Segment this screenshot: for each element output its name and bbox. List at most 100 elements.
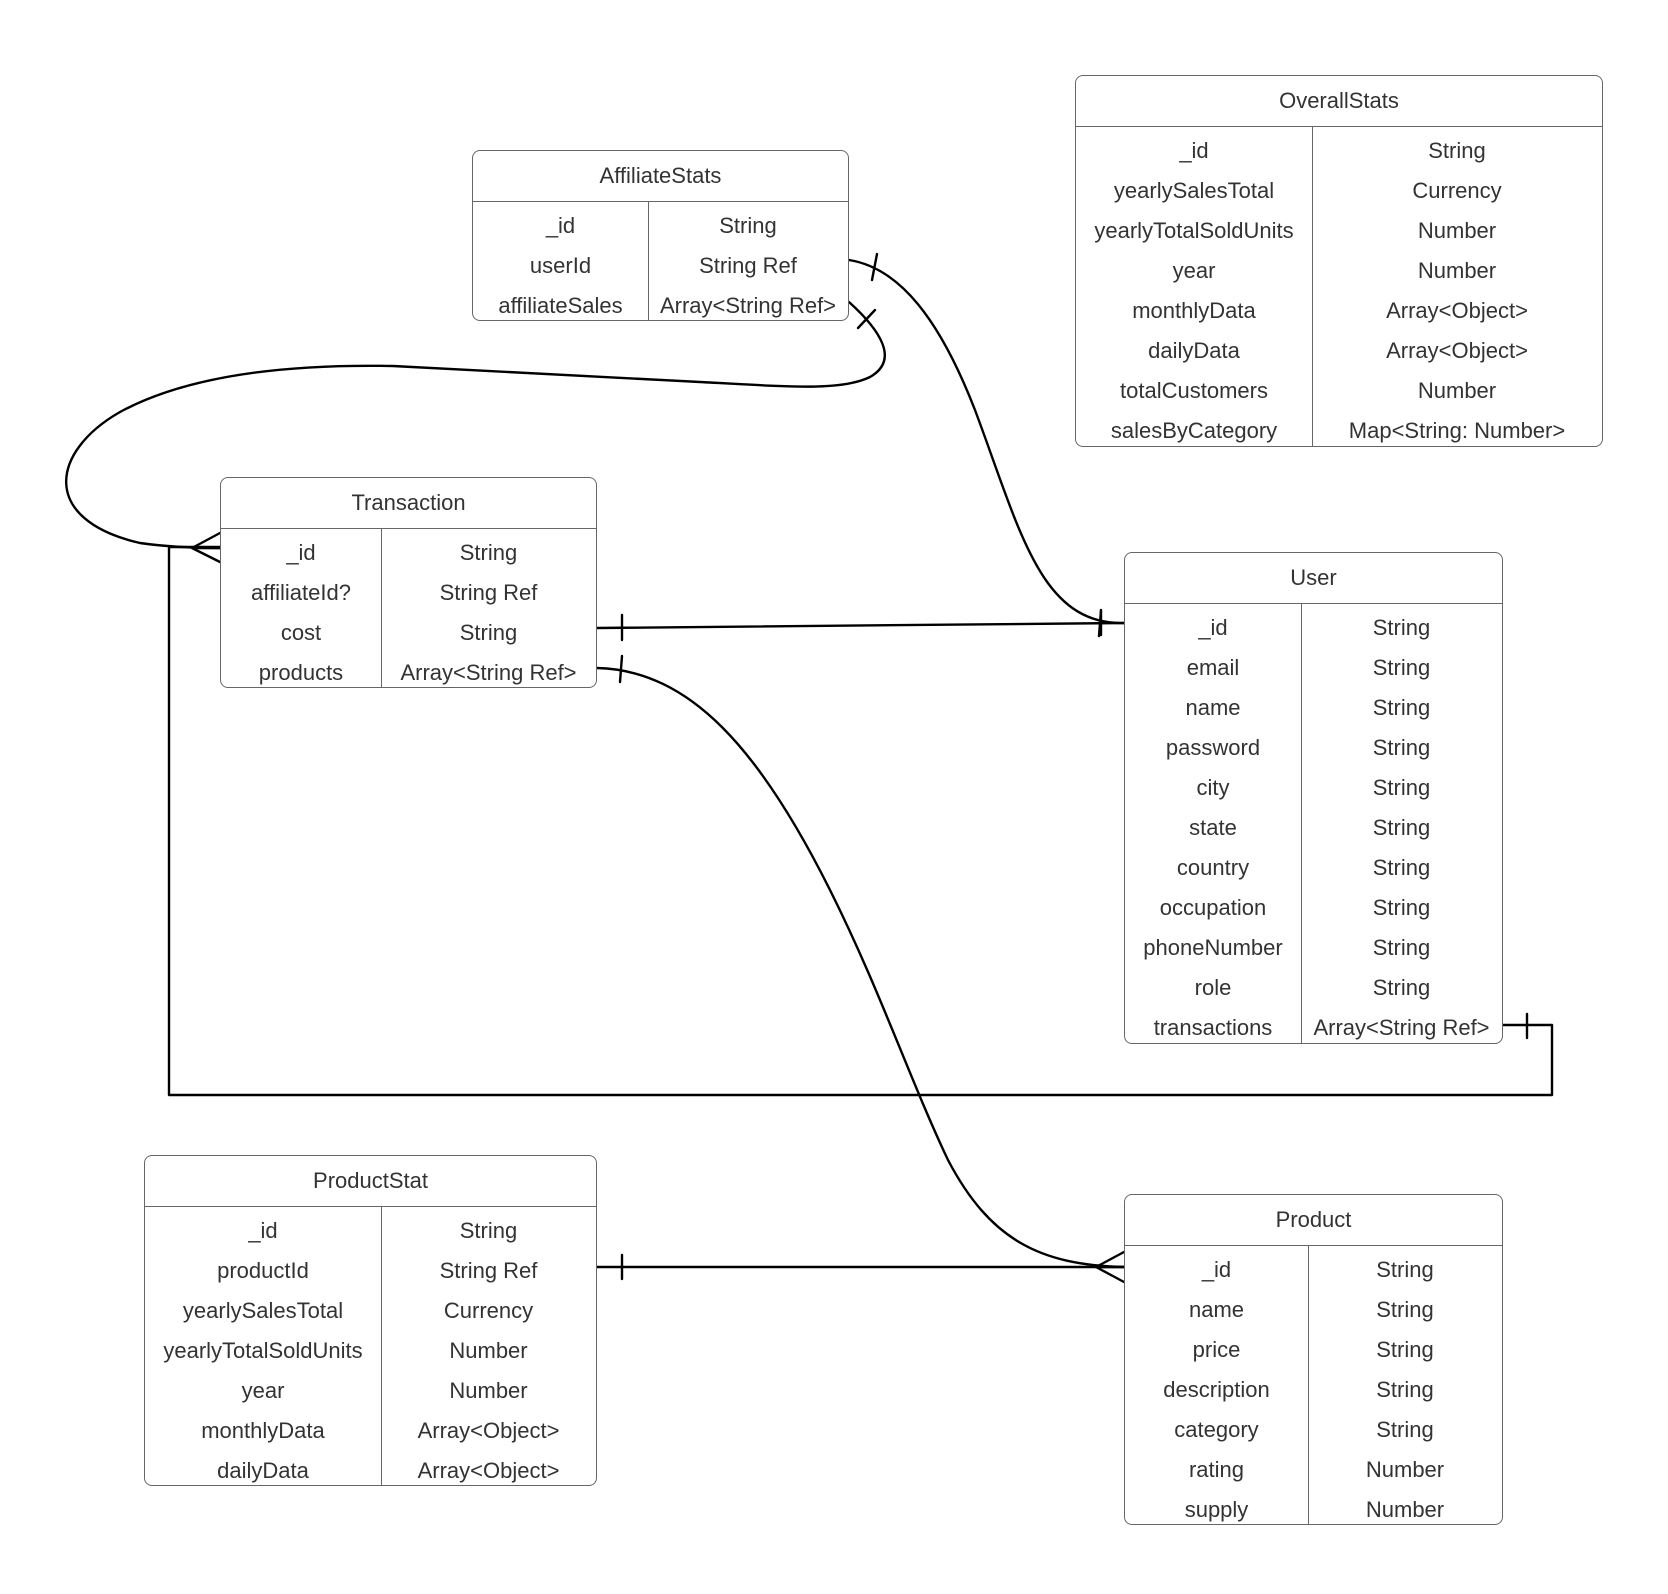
rel-affiliatestats-user xyxy=(847,258,1126,625)
field-name-column: _id name price description category rati… xyxy=(1125,1246,1308,1524)
field-name-column: _id productId yearlySalesTotal yearlyTot… xyxy=(145,1207,381,1485)
entity-transaction[interactable]: Transaction _id affiliateId? cost produc… xyxy=(220,477,597,688)
field-name: name xyxy=(1185,695,1241,720)
field-type: String xyxy=(1428,138,1486,163)
field-type: Array<Object> xyxy=(1386,338,1528,363)
field-name: occupation xyxy=(1159,895,1267,920)
field-name: cost xyxy=(280,620,322,645)
field-type-column: String String Ref Array<String Ref> xyxy=(648,202,848,320)
field-name: phoneNumber xyxy=(1143,935,1283,960)
field-type: Array<Object> xyxy=(417,1418,560,1443)
field-name: _id xyxy=(1198,615,1228,640)
field-type: String xyxy=(459,620,518,645)
entity-title: User xyxy=(1125,553,1502,604)
column-divider xyxy=(1301,604,1302,1043)
field-type: Array<Object> xyxy=(417,1458,560,1483)
field-type-column: String Currency Number Number Array<Obje… xyxy=(1312,127,1602,446)
field-type: Array<String Ref> xyxy=(659,293,837,318)
column-divider xyxy=(381,529,382,687)
field-name: year xyxy=(1172,258,1216,283)
field-name: productId xyxy=(217,1258,309,1283)
field-type: Number xyxy=(1417,378,1497,403)
entity-affiliatestats[interactable]: AffiliateStats _id userId affiliateSales… xyxy=(472,150,849,321)
rel-affiliatestats-user-tick-start xyxy=(870,252,879,282)
field-type: String xyxy=(1372,655,1431,680)
field-type: String xyxy=(1372,935,1431,960)
field-type: Array<String Ref> xyxy=(400,660,577,685)
field-type: String xyxy=(459,1218,518,1243)
field-type: String xyxy=(1372,735,1431,760)
field-name: role xyxy=(1194,975,1232,1000)
field-name: affiliateSales xyxy=(498,293,623,318)
field-type: String xyxy=(1376,1417,1434,1442)
column-divider xyxy=(648,202,649,320)
field-type: Number xyxy=(1365,1497,1445,1522)
field-type: String xyxy=(1376,1337,1434,1362)
field-type: String xyxy=(1372,695,1431,720)
field-type: String xyxy=(1372,615,1431,640)
column-divider xyxy=(1308,1246,1309,1524)
field-type: Number xyxy=(1365,1457,1445,1482)
field-name: yearlySalesTotal xyxy=(182,1298,344,1323)
field-name-column: _id userId affiliateSales xyxy=(473,202,648,320)
field-name: yearlySalesTotal xyxy=(1113,178,1275,203)
field-name: userId xyxy=(529,253,592,278)
entity-title: ProductStat xyxy=(145,1156,596,1207)
field-name: totalCustomers xyxy=(1120,378,1268,403)
field-type: String xyxy=(1376,1257,1434,1282)
rel-transaction-user xyxy=(595,621,1126,630)
field-name: _id xyxy=(248,1218,278,1243)
field-type: String xyxy=(1372,975,1431,1000)
field-name: _id xyxy=(1179,138,1209,163)
entity-overallstats[interactable]: OverallStats _id yearlySalesTotal yearly… xyxy=(1075,75,1603,447)
column-divider xyxy=(381,1207,382,1485)
field-name: transactions xyxy=(1153,1015,1273,1040)
column-divider xyxy=(1312,127,1313,446)
entity-productstat[interactable]: ProductStat _id productId yearlySalesTot… xyxy=(144,1155,597,1486)
entity-user[interactable]: User _id email name password city state … xyxy=(1124,552,1503,1044)
entity-body: _id userId affiliateSales String String … xyxy=(473,202,848,320)
entity-product[interactable]: Product _id name price description categ… xyxy=(1124,1194,1503,1525)
field-name: affiliateId? xyxy=(251,580,351,605)
field-type: String xyxy=(459,540,518,565)
entity-title: OverallStats xyxy=(1076,76,1602,127)
field-type: Number xyxy=(1417,218,1497,243)
field-type: String xyxy=(719,213,777,238)
field-type: String xyxy=(1372,775,1431,800)
field-name: city xyxy=(1196,775,1230,800)
field-name: dailyData xyxy=(217,1458,309,1483)
field-type: String xyxy=(1376,1377,1434,1402)
field-name: email xyxy=(1186,655,1240,680)
field-type: Number xyxy=(1417,258,1497,283)
rel-affiliatestats-transaction-tick xyxy=(856,308,877,330)
field-name: password xyxy=(1165,735,1261,760)
rel-transaction-product-tick xyxy=(618,654,624,684)
field-type: String xyxy=(1372,895,1431,920)
field-name: state xyxy=(1189,815,1237,840)
entity-title: Transaction xyxy=(221,478,596,529)
entity-body: _id yearlySalesTotal yearlyTotalSoldUnit… xyxy=(1076,127,1602,446)
field-name: yearlyTotalSoldUnits xyxy=(163,1338,363,1363)
field-name: monthlyData xyxy=(201,1418,325,1443)
field-name: _id xyxy=(1201,1257,1232,1282)
field-type: Currency xyxy=(1412,178,1502,203)
field-type: Map<String: Number> xyxy=(1348,418,1566,443)
field-name: price xyxy=(1192,1337,1241,1362)
entity-title: AffiliateStats xyxy=(473,151,848,202)
field-name: country xyxy=(1176,855,1250,880)
field-name: category xyxy=(1174,1417,1259,1442)
field-name-column: _id affiliateId? cost products xyxy=(221,529,381,687)
field-name: name xyxy=(1188,1297,1245,1322)
field-name-column: _id email name password city state count… xyxy=(1125,604,1301,1043)
entity-body: _id name price description category rati… xyxy=(1125,1246,1502,1524)
field-type: Number xyxy=(449,1338,528,1363)
field-type-column: String String Ref Currency Number Number… xyxy=(381,1207,596,1485)
field-type-column: String String Ref String Array<String Re… xyxy=(381,529,596,687)
field-name: yearlyTotalSoldUnits xyxy=(1094,218,1294,243)
field-name: supply xyxy=(1184,1497,1249,1522)
entity-body: _id productId yearlySalesTotal yearlyTot… xyxy=(145,1207,596,1485)
field-type: String xyxy=(1372,855,1431,880)
field-name: rating xyxy=(1188,1457,1245,1482)
field-type: Array<Object> xyxy=(1386,298,1528,323)
